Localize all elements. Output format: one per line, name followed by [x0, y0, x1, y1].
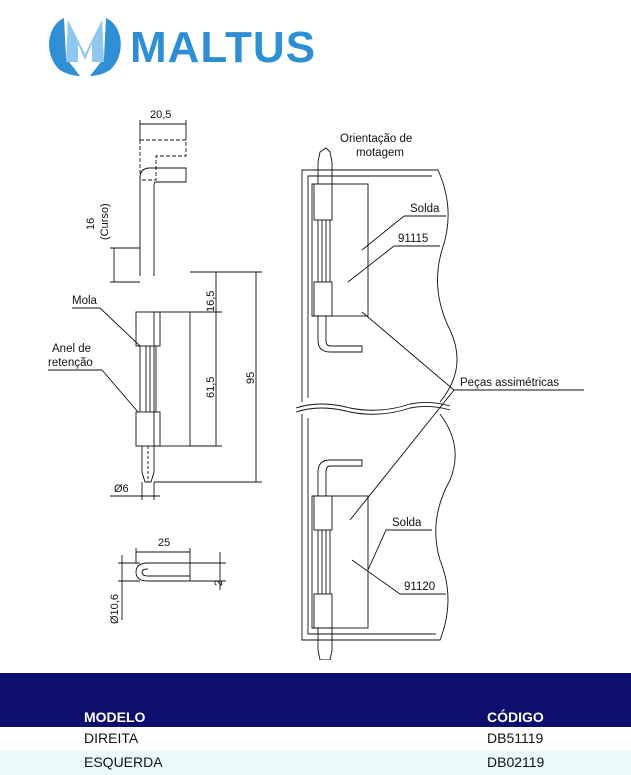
table-row: DIREITA DB51119: [0, 727, 631, 751]
row-model: DIREITA: [84, 730, 139, 746]
table-row: ESQUERDA DB02119: [0, 751, 631, 775]
technical-drawing: 20,5 16 (Curso) 16,5 61,5 95 Ø6 Mola Ane…: [48, 109, 584, 660]
code-top-label: 91115: [398, 233, 428, 245]
dim-diameter: Ø10,6: [109, 594, 121, 624]
table-header: MODELO CÓDIGO: [0, 673, 631, 727]
orientation-line-2: motagem: [356, 147, 404, 159]
weld-bottom-label: Solda: [392, 517, 422, 529]
label-ring-2: retenção: [48, 357, 93, 369]
weld-top-label: Solda: [410, 203, 440, 215]
dim-total: 95: [245, 372, 257, 384]
label-ring-1: Anel de: [52, 343, 91, 355]
brand-name: MALTUS: [130, 23, 316, 72]
left-view: 20,5 16 (Curso) 16,5 61,5 95 Ø6 Mola Ane…: [48, 109, 262, 500]
header-code: CÓDIGO: [487, 709, 544, 725]
header-model: MODELO: [84, 709, 146, 725]
maltus-logo: MALTUS: [49, 18, 316, 76]
row-code: DB02119: [487, 754, 545, 770]
dim-top: 16,5: [205, 291, 217, 312]
row-model: ESQUERDA: [84, 754, 163, 770]
orientation-line-1: Orientação de: [340, 133, 412, 145]
asymmetric-parts-label: Peças assimétricas: [460, 377, 559, 389]
right-view: Orientação de motagem Solda 91115 Peças …: [295, 133, 584, 660]
code-bottom-label: 91120: [404, 581, 435, 593]
label-spring: Mola: [72, 295, 98, 307]
dim-stroke: 16: [85, 218, 97, 230]
spec-table: MODELO CÓDIGO DIREITA DB51119 ESQUERDA D…: [0, 673, 631, 775]
maltus-logo-icon: [49, 18, 121, 76]
dim-length: 25: [158, 537, 170, 549]
row-code: DB51119: [487, 730, 544, 746]
dim-body: 61,5: [205, 377, 217, 398]
dim-stroke-note: (Curso): [99, 203, 111, 240]
dim-width: 20,5: [150, 109, 171, 121]
dim-thickness: 2: [213, 580, 225, 586]
dim-pin: Ø6: [114, 483, 129, 495]
bottom-view: 25 2 Ø10,6: [109, 537, 226, 624]
